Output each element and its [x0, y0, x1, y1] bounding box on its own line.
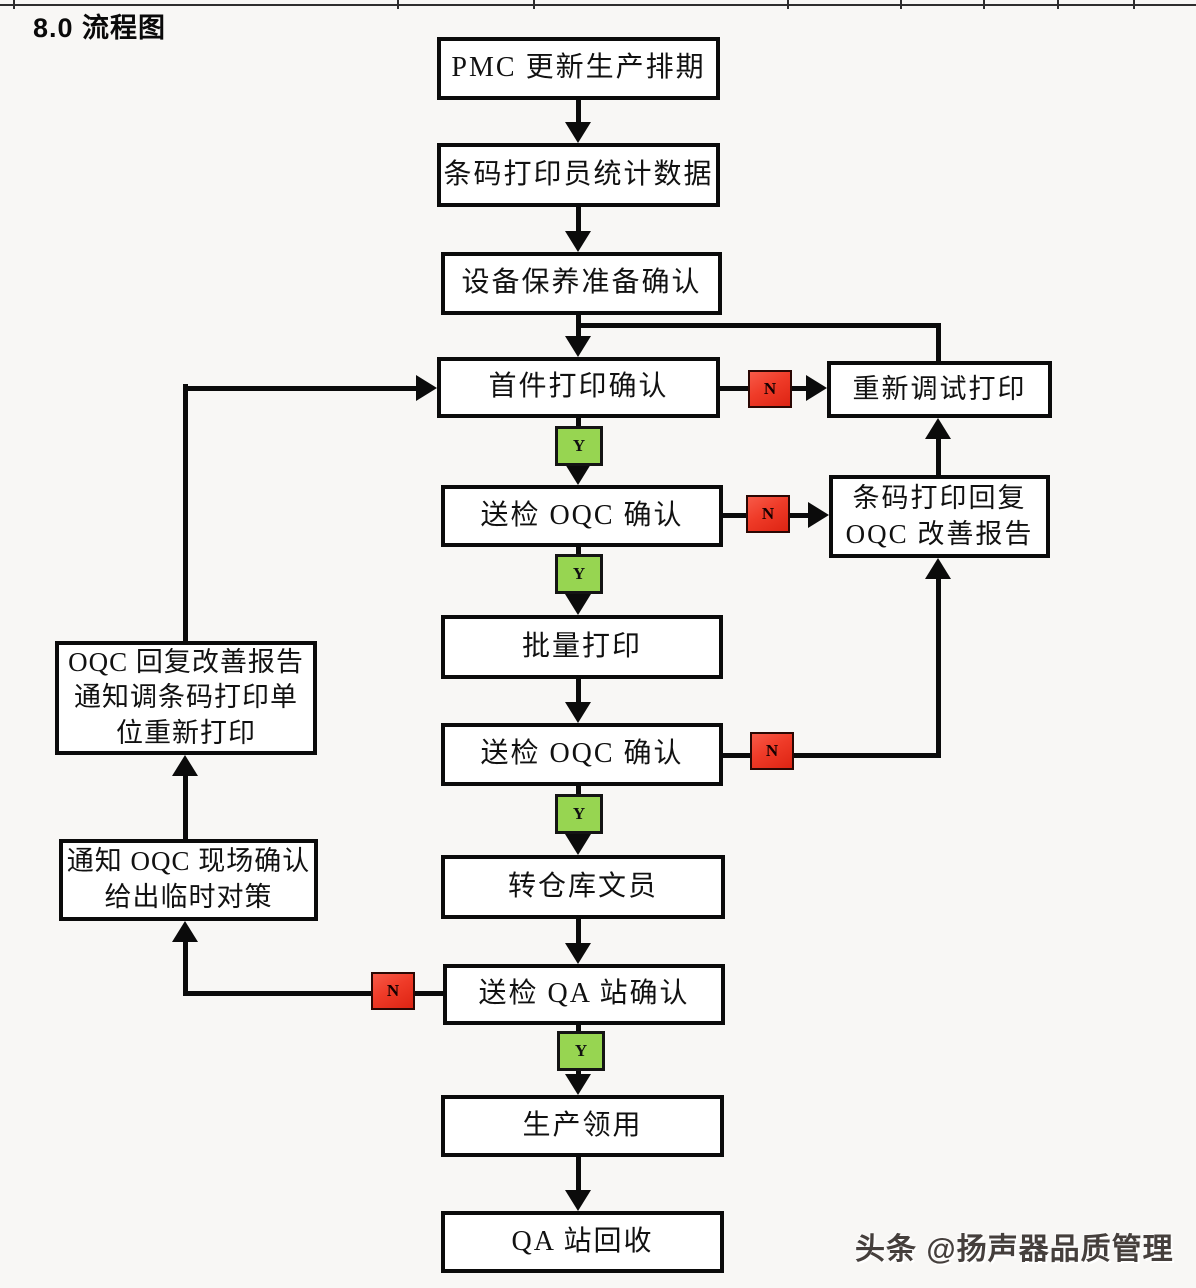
flow-node-oqc-reply-report: OQC 回复改善报告 通知调条码打印单 位重新打印	[55, 641, 317, 755]
decision-badge-no: N	[748, 370, 792, 408]
arrowhead-down-icon	[565, 464, 591, 485]
table-border-tick	[787, 0, 789, 9]
node-label: 通知 OQC 现场确认 给出临时对策	[66, 846, 311, 912]
arrowhead-down-icon	[565, 1074, 591, 1095]
arrowhead-down-icon	[565, 834, 591, 855]
connector-warehouse-to-qa	[576, 919, 581, 946]
node-label: OQC 回复改善报告 通知调条码打印单 位重新打印	[68, 646, 304, 748]
table-border-tick	[397, 0, 399, 9]
node-label: 生产领用	[522, 1109, 643, 1141]
node-label: 转仓库文员	[507, 870, 658, 902]
arrowhead-right-icon	[416, 375, 437, 401]
arrowhead-down-icon	[565, 122, 591, 143]
flow-node-oqc-check-2: 送检 OQC 确认	[441, 723, 723, 786]
flow-node-barcode-reply-report: 条码打印回复 OQC 改善报告	[829, 475, 1050, 558]
badge-label: N	[763, 379, 777, 398]
flow-node-redebug-print: 重新调试打印	[827, 361, 1052, 418]
badge-label: Y	[572, 564, 586, 583]
arrowhead-down-icon	[565, 336, 591, 357]
table-border-tick	[1057, 0, 1059, 9]
badge-label: Y	[574, 1041, 588, 1060]
connector-production-to-recycle	[576, 1157, 581, 1193]
node-label: QA 站回收	[511, 1225, 654, 1257]
flow-node-qa-station-recycle: QA 站回收	[441, 1211, 724, 1273]
node-label: 首件打印确认	[488, 371, 669, 403]
decision-badge-no: N	[746, 495, 790, 533]
table-border-tick	[983, 0, 985, 9]
badge-label: Y	[572, 436, 586, 455]
node-label: PMC 更新生产排期	[451, 52, 706, 84]
decision-badge-no: N	[371, 972, 415, 1010]
connector-oqc2-n-riser	[936, 576, 941, 758]
connector-qa-n-rail	[185, 991, 443, 996]
flow-node-notify-oqc-onsite: 通知 OQC 现场确认 给出临时对策	[59, 839, 318, 921]
arrowhead-up-icon	[925, 418, 951, 439]
badge-label: N	[386, 981, 400, 1000]
arrowhead-right-icon	[806, 375, 827, 401]
arrowhead-up-icon	[172, 921, 198, 942]
page-title: 8.0 流程图	[33, 13, 167, 43]
flow-node-pmc-update: PMC 更新生产排期	[437, 37, 720, 100]
connector-notify-to-report	[183, 772, 188, 839]
node-label: 设备保养准备确认	[461, 267, 702, 299]
node-label: 重新调试打印	[852, 373, 1027, 404]
decision-badge-yes: Y	[555, 794, 603, 834]
table-border-tick	[900, 0, 902, 9]
connector-report-rail	[183, 386, 416, 391]
connector-into-first-print	[576, 323, 581, 341]
arrowhead-down-icon	[565, 943, 591, 964]
connector-oqc2-n-rail	[723, 753, 941, 758]
node-label: 送检 OQC 确认	[480, 738, 684, 770]
flow-node-oqc-check-1: 送检 OQC 确认	[441, 485, 723, 547]
connector-redebug-top-riser	[936, 323, 941, 363]
decision-badge-yes: Y	[555, 426, 603, 466]
decision-badge-yes: Y	[557, 1031, 605, 1071]
badge-label: Y	[572, 804, 586, 823]
watermark-text: 头条 @扬声器品质管理	[855, 1233, 1174, 1266]
arrowhead-up-icon	[172, 755, 198, 776]
badge-label: N	[761, 504, 775, 523]
flow-node-equipment-prep: 设备保养准备确认	[441, 252, 722, 315]
flow-node-production-use: 生产领用	[441, 1095, 724, 1157]
table-border-tick	[1133, 0, 1135, 9]
node-label: 送检 OQC 确认	[480, 499, 684, 531]
connector-batch-to-oqc2	[576, 679, 581, 705]
arrowhead-down-icon	[565, 1190, 591, 1211]
node-label: 批量打印	[521, 630, 642, 662]
flow-node-barcode-stats: 条码打印员统计数据	[437, 143, 720, 207]
node-label: 条码打印员统计数据	[443, 158, 714, 190]
flow-node-batch-print: 批量打印	[441, 615, 723, 679]
flow-node-qa-station-check: 送检 QA 站确认	[443, 964, 725, 1025]
decision-badge-yes: Y	[555, 554, 603, 594]
flow-node-first-print-confirm: 首件打印确认	[437, 357, 720, 418]
table-border-line	[0, 4, 1196, 6]
connector-pmc-to-stats	[576, 100, 581, 128]
table-border-tick	[13, 0, 15, 9]
connector-qa-n-riser	[183, 938, 188, 996]
arrowhead-down-icon	[565, 702, 591, 723]
flow-node-warehouse-clerk: 转仓库文员	[441, 855, 725, 919]
connector-redebug-return-rail	[576, 323, 941, 328]
badge-label: N	[765, 741, 779, 760]
arrowhead-up-icon	[925, 558, 951, 579]
connector-reply-to-redebug	[936, 434, 941, 477]
table-border-tick	[533, 0, 535, 9]
connector-equipment-down	[576, 315, 581, 328]
arrowhead-down-icon	[565, 231, 591, 252]
connector-stats-to-equipment	[576, 207, 581, 235]
arrowhead-right-icon	[808, 502, 829, 528]
node-label: 条码打印回复 OQC 改善报告	[845, 482, 1034, 549]
connector-report-riser	[183, 384, 188, 643]
arrowhead-down-icon	[565, 594, 591, 615]
node-label: 送检 QA 站确认	[478, 978, 690, 1010]
decision-badge-no: N	[750, 732, 794, 770]
